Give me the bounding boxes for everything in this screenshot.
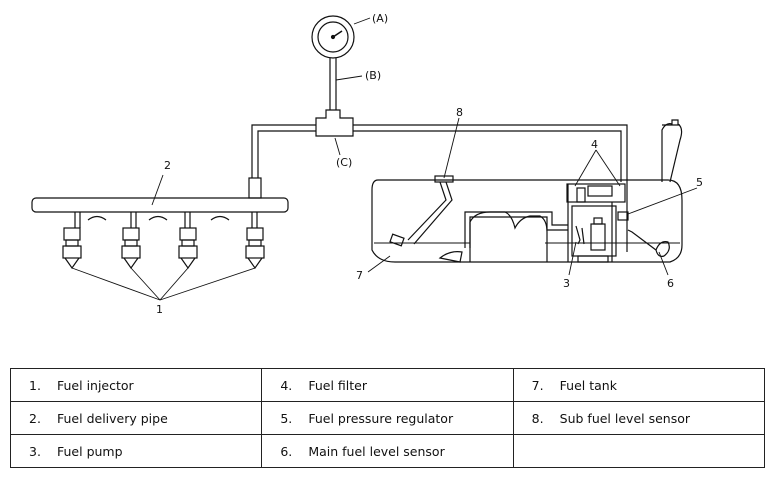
legend-cell: 7. Fuel tank: [512, 368, 766, 402]
legend-cell: 3. Fuel pump: [9, 434, 263, 468]
fuel-injector-1: [62, 227, 82, 270]
legend-cell: 5. Fuel pressure regulator: [261, 401, 514, 435]
fuel-pressure-regulator: [617, 211, 629, 221]
legend-row: 3. Fuel pump 6. Main fuel level sensor: [9, 434, 766, 468]
fuel-injector-2: [121, 227, 141, 270]
parts-legend-table: 1. Fuel injector 4. Fuel filter 7. Fuel tan…: [9, 368, 766, 468]
legend-number: 1.: [29, 377, 41, 393]
legend-number: 2.: [29, 410, 41, 426]
legend-cell: 6. Main fuel level sensor: [261, 434, 514, 468]
main-fuel-level-sensor: [627, 229, 670, 257]
callout-b: (B): [365, 69, 381, 82]
callout-8: 8: [456, 106, 463, 119]
legend-cell: 1. Fuel injector: [9, 368, 263, 402]
legend-row: 1. Fuel injector 4. Fuel filter 7. Fuel tan…: [9, 368, 766, 402]
legend-number: 7.: [531, 377, 544, 393]
legend-label: Fuel pump: [57, 443, 123, 459]
sub-fuel-level-sensor: [389, 175, 454, 247]
legend-label: Fuel pressure regulator: [308, 410, 454, 426]
legend-cell: 8. Sub fuel level sensor: [512, 401, 766, 435]
legend-number: 6.: [280, 443, 293, 459]
fuel-feed-line: [251, 124, 628, 252]
fuel-injector-3: [178, 227, 198, 270]
legend-cell: [512, 434, 766, 468]
legend-label: Fuel injector: [57, 377, 134, 393]
callout-a: (A): [372, 12, 388, 25]
legend-label: Main fuel level sensor: [308, 443, 445, 459]
callout-3: 3: [563, 277, 570, 290]
tank-crossover-line: [464, 211, 568, 248]
t-joint: [315, 109, 354, 137]
gauge-hose: [329, 58, 337, 110]
callout-labels: (A) (B) (C) 1 2 3 4 5 6 7 8: [156, 12, 703, 316]
legend-number: 5.: [280, 410, 293, 426]
fuel-tank: [371, 119, 683, 263]
legend-label: Fuel tank: [559, 377, 617, 393]
legend-label: Sub fuel level sensor: [559, 410, 691, 426]
fuel-pump-module: [566, 183, 626, 263]
legend-number: 4.: [280, 377, 293, 393]
fuel-injector-4: [245, 227, 265, 270]
legend-number: 3.: [29, 443, 41, 459]
legend-label: Fuel filter: [308, 377, 367, 393]
callout-4: 4: [591, 138, 598, 151]
leader-lines: [71, 17, 698, 301]
legend-row: 2. Fuel delivery pipe 5. Fuel pressure reg…: [9, 401, 766, 435]
fuel-system-diagram: (A) (B) (C) 1 2 3 4 5 6 7 8: [31, 12, 703, 316]
callout-6: 6: [667, 277, 674, 290]
callout-2: 2: [164, 159, 171, 172]
legend-number: 8.: [531, 410, 544, 426]
legend-cell: 2. Fuel delivery pipe: [9, 401, 263, 435]
legend-label: Fuel delivery pipe: [57, 410, 168, 426]
callout-7: 7: [356, 269, 363, 282]
pressure-gauge: [311, 15, 355, 59]
callout-1: 1: [156, 303, 163, 316]
fuel-delivery-pipe: [31, 177, 289, 228]
callout-c: (C): [336, 156, 352, 169]
legend-cell: 4. Fuel filter: [261, 368, 514, 402]
callout-5: 5: [696, 176, 703, 189]
